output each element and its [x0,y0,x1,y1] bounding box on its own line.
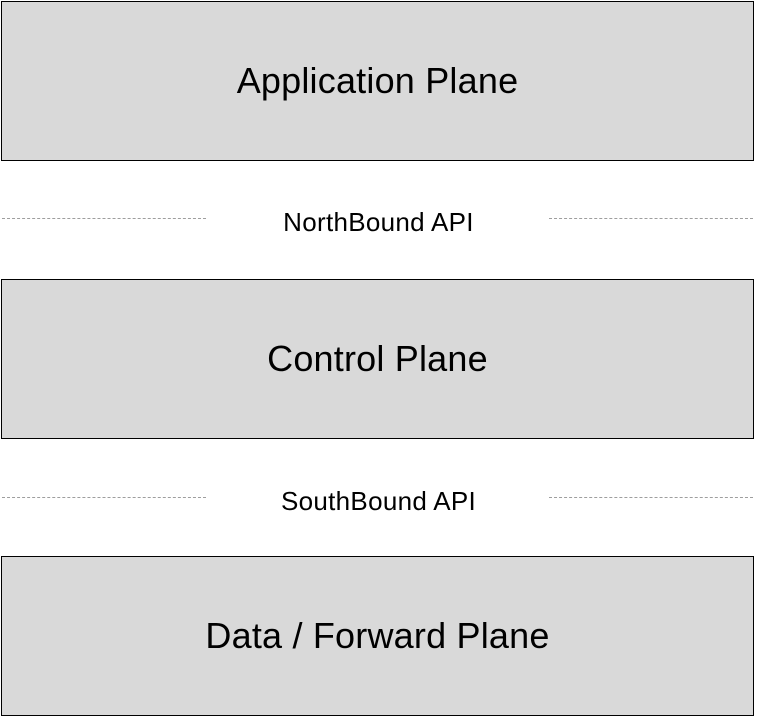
southbound-api-label: SouthBound API [280,486,477,516]
data-forward-plane-box: Data / Forward Plane [1,556,754,716]
application-plane-label: Application Plane [236,60,519,101]
data-forward-plane-label: Data / Forward Plane [205,615,550,656]
southbound-dashed-line-right [549,497,753,498]
northbound-dashed-line-left [2,218,206,219]
control-plane-label: Control Plane [267,338,488,379]
northbound-api-label: NorthBound API [283,207,474,237]
southbound-api-row: SouthBound API [0,479,757,519]
application-plane-box: Application Plane [1,1,754,161]
control-plane-box: Control Plane [1,279,754,439]
southbound-dashed-line-left [2,497,206,498]
northbound-dashed-line-right [549,218,753,219]
northbound-api-row: NorthBound API [0,200,757,240]
